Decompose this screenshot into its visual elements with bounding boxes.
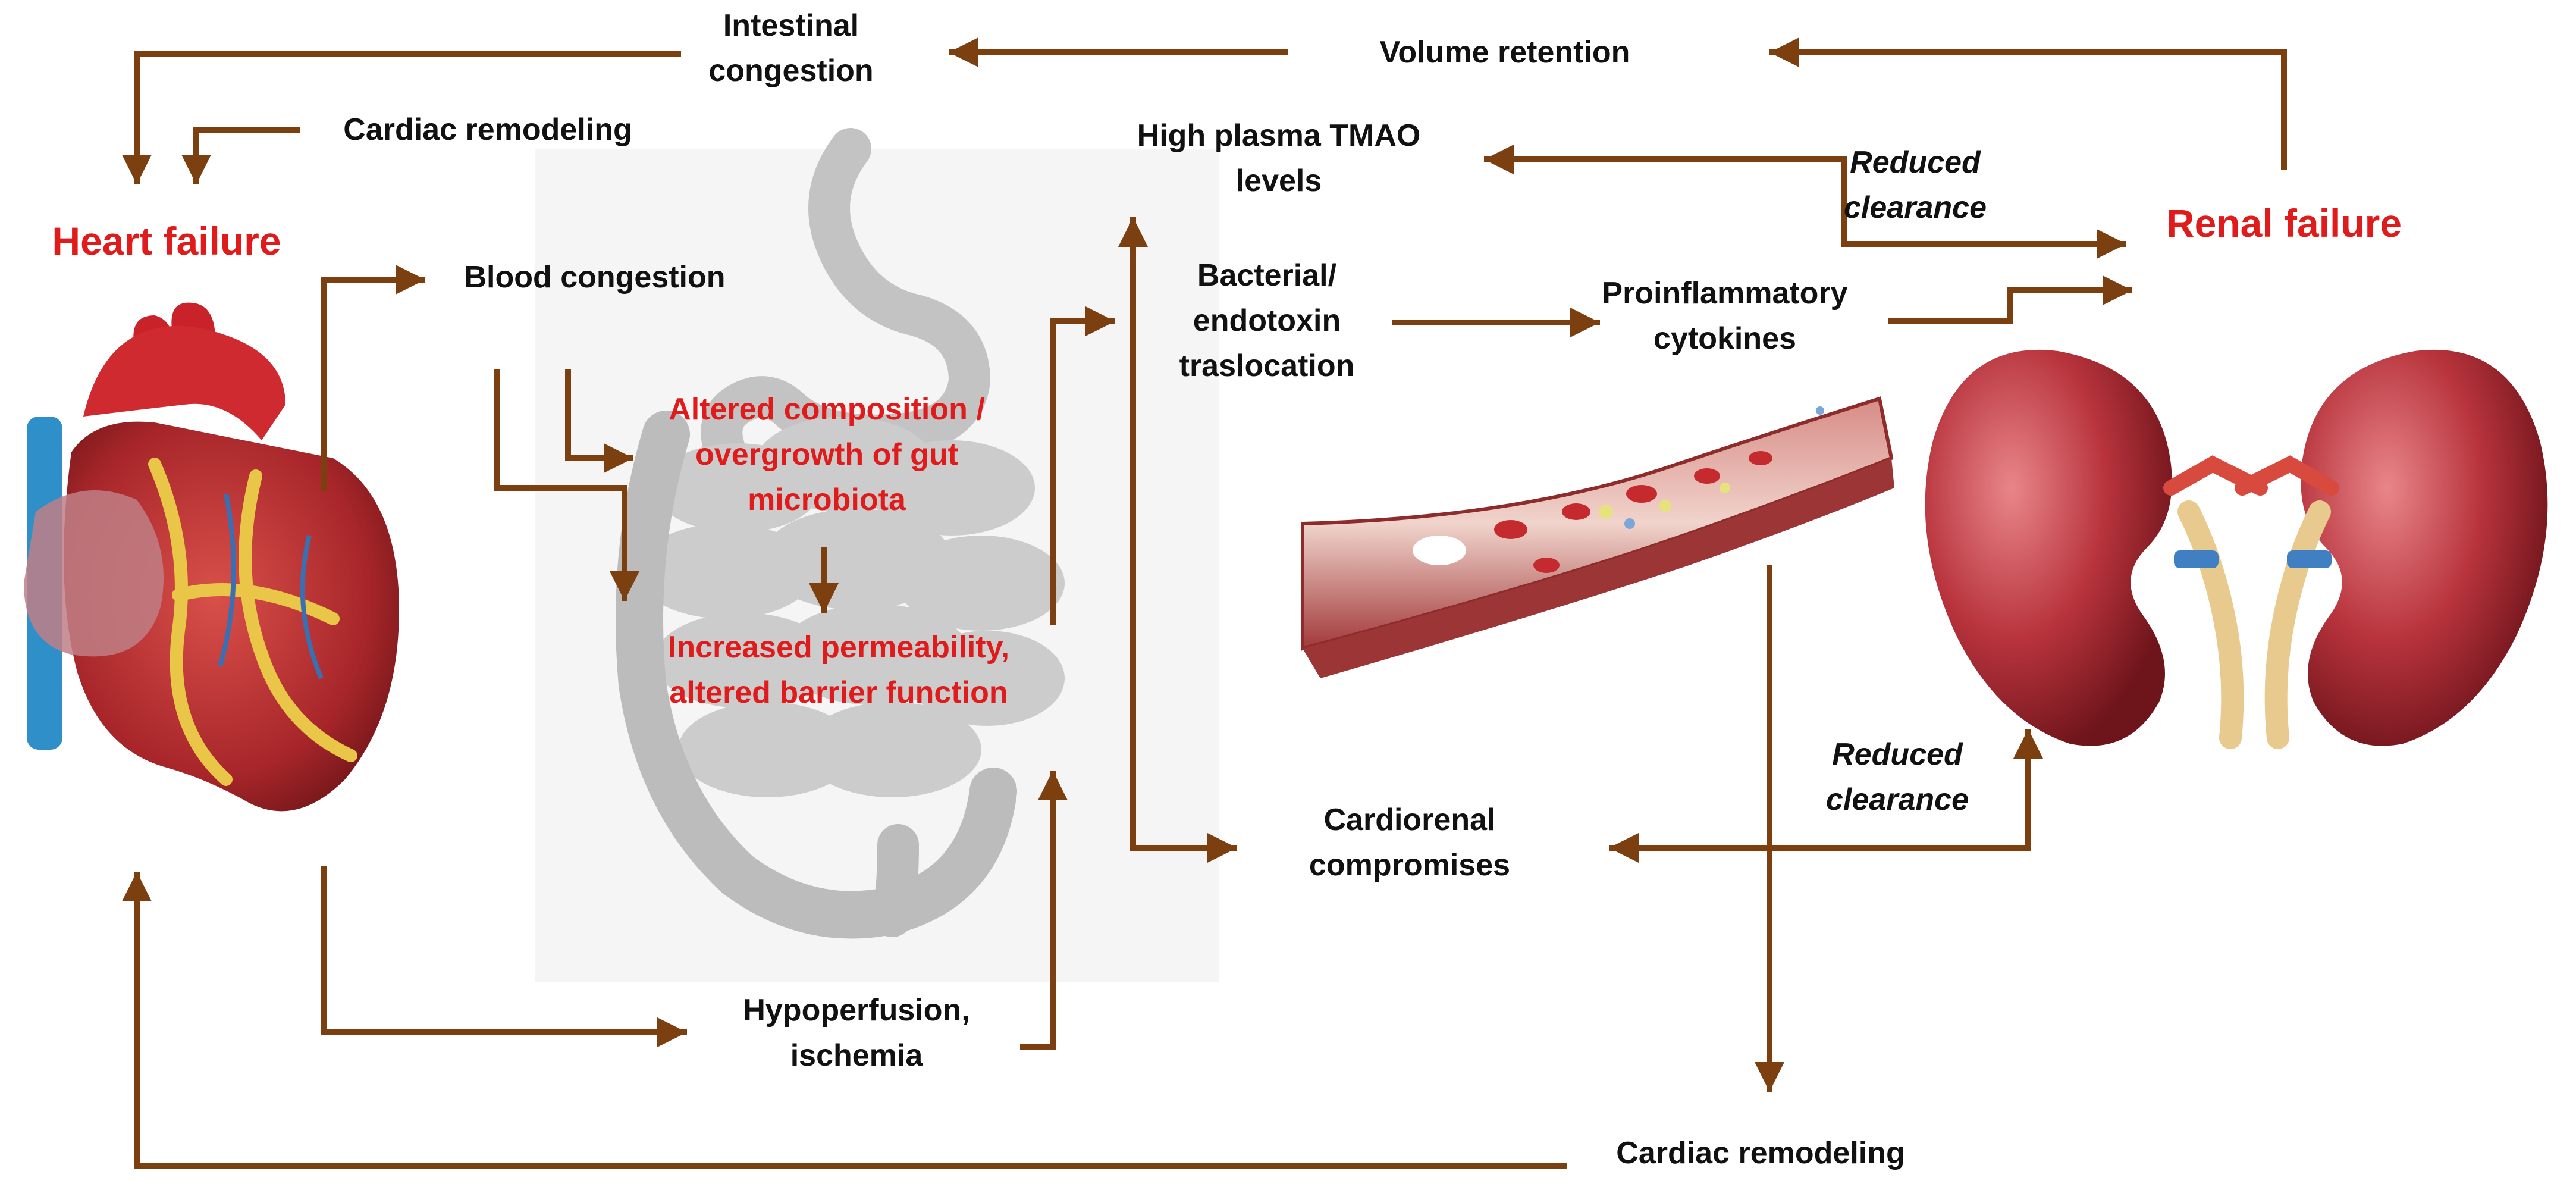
high-tmao-label: High plasma TMAO levels <box>1137 118 1421 198</box>
blood-congestion-label: Blood congestion <box>464 260 726 295</box>
intestinal-congestion-label: Intestinal congestion <box>708 8 874 88</box>
arrow-heart-failure-to-hypoperfusion <box>321 866 687 1047</box>
kidneys-illustration <box>1925 349 2548 749</box>
intestine-illustration <box>535 128 1219 982</box>
arrow-blood-congestion-to-altered-composition <box>565 369 633 473</box>
reduced-clearance-top-label: Reduced clearance <box>1844 145 1987 225</box>
cardiac-remodeling-bottom-label: Cardiac remodeling <box>1616 1136 1905 1170</box>
arrow-intestinal-congestion-to-heart-failure <box>122 51 681 184</box>
arrow-blood-congestion-to-permeability <box>494 369 639 601</box>
bacterial-translocation-label: Bacterial/ endotoxin traslocation <box>1179 258 1355 383</box>
arrow-heart-failure-to-blood-congestion <box>321 265 425 491</box>
proinflammatory-cytokines-label: Proinflammatory cytokines <box>1602 276 1848 356</box>
heart-illustration <box>24 302 399 812</box>
cardiorenal-compromises-label: Cardiorenal compromises <box>1309 803 1511 882</box>
arrow-renal-failure-to-volume-retention <box>1769 37 2287 170</box>
renal-failure-title: Renal failure <box>2166 201 2402 245</box>
increased-permeability-label: Increased permeability, altered barrier … <box>667 630 1010 710</box>
reduced-clearance-bottom-label: Reduced clearance <box>1826 737 1969 817</box>
blood-vessel-illustration <box>1301 396 1894 678</box>
arrows <box>122 37 2287 1169</box>
arrow-permeability-to-translocation <box>1050 306 1115 625</box>
arrow-cytokines-to-renal-failure <box>1888 275 2132 324</box>
hypoperfusion-label: Hypoperfusion, ischemia <box>743 993 970 1073</box>
cardiac-remodeling-top-label: Cardiac remodeling <box>343 112 632 147</box>
arrow-renal-failure-to-tmao <box>1484 145 1847 247</box>
arrow-cardiac-remodeling-to-heart-failure <box>181 127 300 184</box>
heart-failure-title: Heart failure <box>52 219 281 263</box>
arrow-hypoperfusion-to-intestine <box>1020 771 1068 1050</box>
arrow-axis-to-cardiorenal <box>1130 318 1237 863</box>
arrow-cardiac-remodeling-to-heart-failure-bottom <box>122 872 1567 1169</box>
volume-retention-label: Volume retention <box>1379 35 1630 70</box>
altered-composition-label: Altered composition / overgrowth of gut … <box>669 392 985 517</box>
